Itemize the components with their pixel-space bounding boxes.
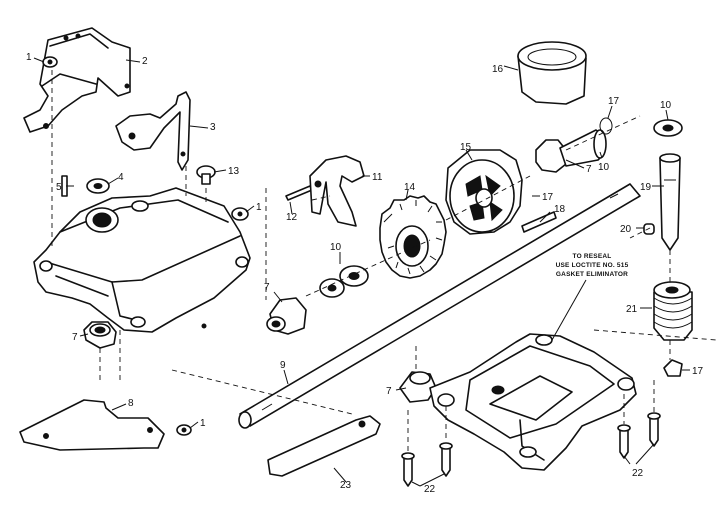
callout-10-top: 10	[660, 100, 672, 111]
part-3-shift-arm	[115, 91, 191, 171]
callout-4: 4	[118, 172, 124, 183]
part-11-shift-fork	[309, 155, 365, 227]
part-7-bushing-mid	[266, 297, 307, 335]
callout-5: 5	[56, 182, 62, 193]
part-1-nut-plate	[176, 424, 192, 436]
upper-housing	[33, 187, 251, 333]
reseal-note-line-2: USE LOCTITE NO. 515	[556, 262, 629, 269]
part-1-nut-top	[42, 56, 58, 68]
reseal-note-line-3: GASKET ELIMINATOR	[556, 271, 628, 278]
callout-1-top: 1	[26, 52, 32, 63]
callout-7-bottom: 7	[386, 386, 392, 397]
part-15-clutch	[445, 149, 523, 235]
part-4-washer	[86, 178, 110, 194]
callout-22-right: 22	[632, 468, 644, 479]
callout-18: 18	[554, 204, 566, 215]
part-19-shaft	[659, 153, 681, 251]
callout-7-mid: 7	[264, 282, 270, 293]
part-14-gear	[379, 195, 447, 279]
callout-23: 23	[340, 480, 352, 491]
callout-10-right: 10	[598, 162, 610, 173]
callout-16: 16	[492, 64, 504, 75]
callout-1-housing: 1	[256, 202, 262, 213]
part-1-nut-housing	[231, 207, 249, 221]
callout-11: 11	[372, 172, 383, 183]
callout-3: 3	[210, 122, 216, 133]
part-23-lever	[267, 415, 381, 477]
part-17-ring-top	[599, 117, 613, 135]
callout-10-mid: 10	[330, 242, 342, 253]
callout-13: 13	[228, 166, 240, 177]
part-12-pin	[285, 185, 313, 201]
lower-housing	[429, 333, 637, 471]
callout-7-left: 7	[72, 332, 78, 343]
callout-2: 2	[142, 56, 148, 67]
part-17-ring-bottom	[663, 359, 683, 377]
callout-8: 8	[128, 398, 134, 409]
callout-12: 12	[286, 212, 298, 223]
callout-9: 9	[280, 360, 286, 371]
part-22-screws	[401, 412, 661, 487]
part-7-bushing-left	[83, 321, 117, 349]
part-16-bushing	[517, 41, 587, 105]
part-2-bracket	[23, 27, 131, 133]
part-10-washers-mid	[319, 265, 369, 298]
callout-numbers: 1 2 3 4 5 13 1 7 8 1 12 11 14 15 16 17 1…	[26, 52, 704, 495]
callout-19: 19	[640, 182, 652, 193]
callout-17-top: 17	[608, 96, 620, 107]
part-13-plug	[196, 165, 216, 185]
callout-20: 20	[620, 224, 632, 235]
part-7-bushing-right	[535, 129, 607, 173]
assembly-lines	[51, 70, 717, 452]
part-8-plate	[19, 399, 165, 451]
part-18-key	[521, 211, 557, 233]
callout-7-right: 7	[586, 164, 592, 175]
callout-22-left: 22	[424, 484, 436, 495]
callout-21: 21	[626, 304, 638, 315]
reseal-note-line-1: TO RESEAL	[573, 253, 612, 260]
leader-lines	[33, 57, 690, 487]
part-21-worm	[653, 281, 693, 341]
part-10-washer-top	[653, 119, 683, 137]
callout-17-mid: 17	[542, 192, 554, 203]
callout-15: 15	[460, 142, 472, 153]
callout-14: 14	[404, 182, 416, 193]
reseal-note: TO RESEAL USE LOCTITE NO. 515 GASKET ELI…	[551, 253, 629, 341]
part-9-long-shaft	[238, 183, 641, 429]
callout-17-bottom: 17	[692, 366, 704, 377]
part-7-bushing-bottom	[399, 371, 437, 403]
callout-1-plate: 1	[200, 418, 206, 429]
